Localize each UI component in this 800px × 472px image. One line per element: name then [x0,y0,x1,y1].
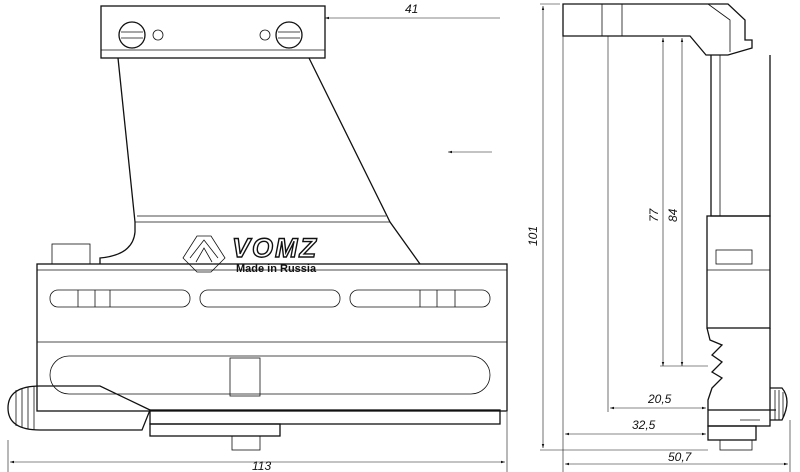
dim-offset-20-5: 20,5 [607,36,706,412]
dim-label-84: 84 [666,208,680,222]
dim-label-113: 113 [252,459,271,472]
dim-top-width: 41 [325,2,500,20]
side-clamp-plate [707,409,771,427]
screw-right [275,21,303,49]
dim-height-77: 77 [647,38,665,366]
side-dovetail [706,327,724,410]
base-rail [36,263,508,412]
dim-side-depth: 50,7 [565,420,791,472]
tagline-text: Made in Russia [236,263,317,275]
side-bolt [715,249,753,265]
dim-label-101: 101 [526,226,540,246]
slot-center [199,289,341,308]
vomz-logo: VOMZ Made in Russia [182,232,318,275]
side-top-arm [562,3,753,56]
side-lower-body [706,215,771,329]
front-view: VOMZ Made in Russia [7,5,508,451]
dim-base-width: 113 [7,412,508,472]
dim-label-77: 77 [647,207,661,222]
side-lever [770,387,788,421]
dim-height-84: 84 [660,38,708,367]
cross-bolt [229,357,261,397]
lower-slot [49,355,491,395]
clamp-bolt-head [231,435,261,451]
clamp-plate [149,409,501,425]
pin-right [259,29,271,41]
top-clamp-block [100,5,326,59]
slot-left [49,289,191,308]
side-clamp-nut [707,425,757,441]
stop-bolt [51,243,91,265]
dim-offset-32-5: 32,5 [562,36,706,472]
dim-label-50-7: 50,7 [668,450,693,464]
logo-emblem [182,235,226,273]
side-view [562,3,788,451]
pin-left [152,29,164,41]
brand-text: VOMZ [232,233,318,263]
screw-left [118,21,146,49]
clamp-nut [149,423,281,437]
dim-label-32-5: 32,5 [632,418,656,432]
dim-label-41: 41 [405,2,418,16]
dim-total-height: 101 [526,3,708,451]
side-bolt-head [719,439,753,451]
dim-label-20-5: 20,5 [647,392,672,406]
lever [7,385,151,431]
